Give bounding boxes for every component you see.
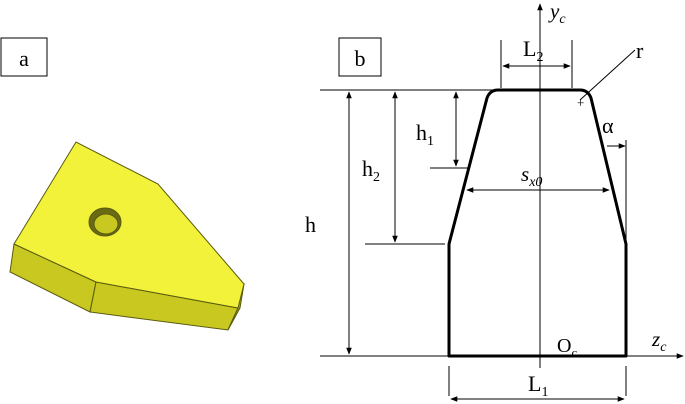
yc-label: yc	[548, 0, 566, 27]
alpha-label: α	[602, 113, 614, 138]
L1-label: L1	[528, 371, 548, 400]
h1-label: h1	[416, 120, 434, 149]
origin-label: Oc	[557, 335, 577, 360]
insert-profile-outline	[447, 88, 628, 358]
sx0-label: sx0	[521, 162, 542, 190]
h-label: h	[305, 212, 316, 237]
zc-label: zc	[651, 327, 667, 355]
r-label: r	[636, 38, 644, 63]
panel-a-label-box	[0, 37, 48, 77]
panel-a: a	[0, 37, 245, 331]
panel-b-label: b	[355, 46, 366, 71]
h2-label: h2	[362, 156, 380, 185]
panel-a-label: a	[19, 46, 29, 71]
r-center-mark: +	[577, 95, 584, 110]
r-leader	[579, 49, 636, 101]
panel-b: b yc zc Oc L2 + r h h2 h1	[305, 0, 684, 402]
L2-label: L2	[523, 36, 543, 65]
panel-b-label-box	[338, 37, 382, 77]
insert-hole-inner	[93, 213, 119, 235]
insert-3d-model	[9, 141, 245, 331]
insert-top-face	[13, 141, 245, 309]
